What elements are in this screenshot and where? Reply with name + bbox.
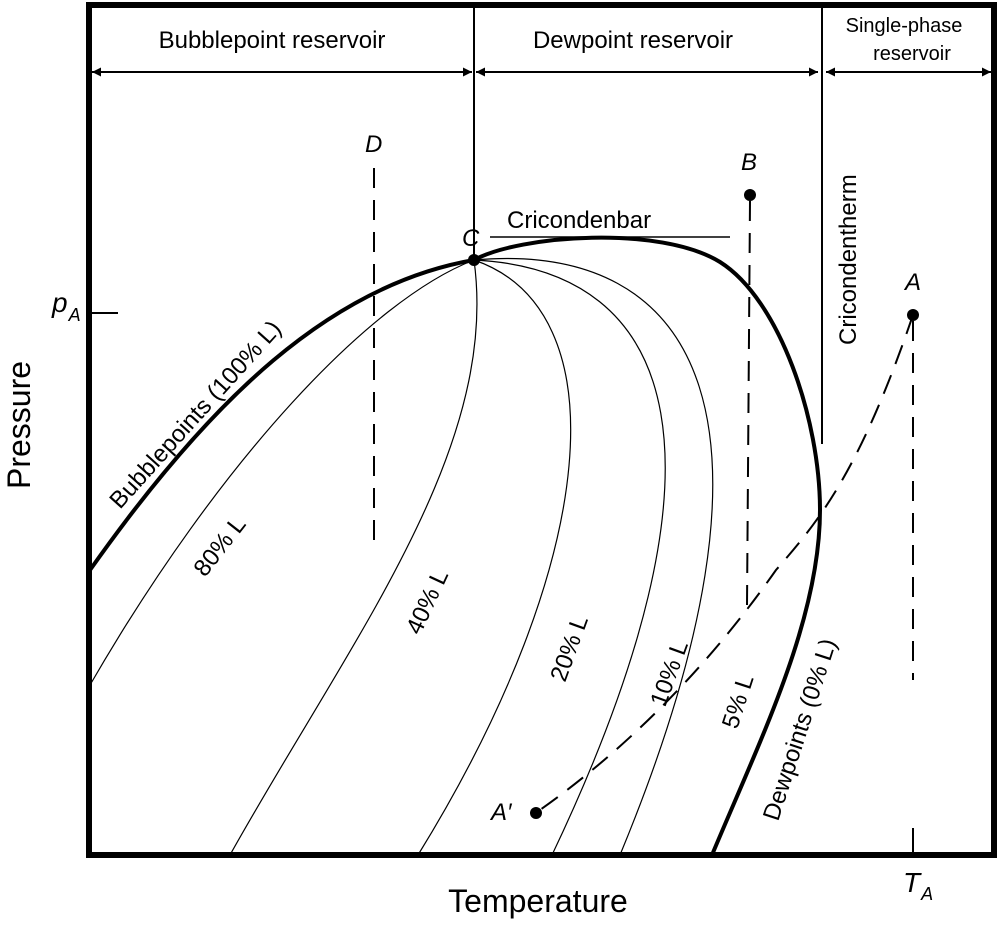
quality-line-40 bbox=[229, 259, 478, 856]
bubblepoint-reservoir-header: Bubblepoint reservoir bbox=[159, 27, 386, 54]
single-phase-header-line2: reservoir bbox=[873, 43, 951, 65]
point-B-label: B bbox=[741, 149, 757, 176]
path-A-to-A-prime bbox=[536, 314, 914, 813]
bubblepoint-curve bbox=[88, 258, 475, 572]
point-C-label: C bbox=[462, 225, 480, 252]
pA-marker: pA bbox=[51, 287, 81, 325]
quality-line-20 bbox=[417, 259, 572, 856]
point-A-prime bbox=[530, 807, 542, 819]
point-A-label: A bbox=[903, 269, 921, 296]
dewpoint-curve bbox=[473, 235, 823, 856]
label-10-L: 10% L bbox=[645, 637, 694, 710]
label-80-L: 80% L bbox=[188, 511, 251, 581]
label-5-L: 5% L bbox=[717, 671, 760, 731]
dewpoints-curve-label: Dewpoints (0% L) bbox=[758, 635, 842, 823]
quality-line-80 bbox=[89, 259, 475, 686]
point-B bbox=[744, 189, 756, 201]
single-phase-header-line1: Single-phase bbox=[846, 15, 963, 37]
y-axis-label: Pressure bbox=[1, 361, 37, 489]
dewpoint-reservoir-header: Dewpoint reservoir bbox=[533, 27, 733, 54]
quality-line-5 bbox=[473, 258, 714, 856]
bubblepoints-curve-label: Bubblepoints (100% L) bbox=[104, 315, 287, 514]
label-20-L: 20% L bbox=[545, 612, 594, 685]
x-axis-label: Temperature bbox=[448, 883, 628, 919]
label-40-L: 40% L bbox=[401, 565, 454, 638]
plot-frame bbox=[86, 2, 997, 858]
point-A-prime-label: A′ bbox=[489, 799, 513, 826]
point-D-label: D bbox=[365, 131, 382, 158]
cricondenbar-label: Cricondenbar bbox=[507, 207, 651, 234]
critical-point-C bbox=[468, 254, 480, 266]
cricondentherm-label: Cricondentherm bbox=[835, 174, 862, 345]
quality-line-10 bbox=[473, 259, 666, 856]
path-B bbox=[746, 200, 751, 606]
TA-marker: TA bbox=[903, 867, 933, 904]
